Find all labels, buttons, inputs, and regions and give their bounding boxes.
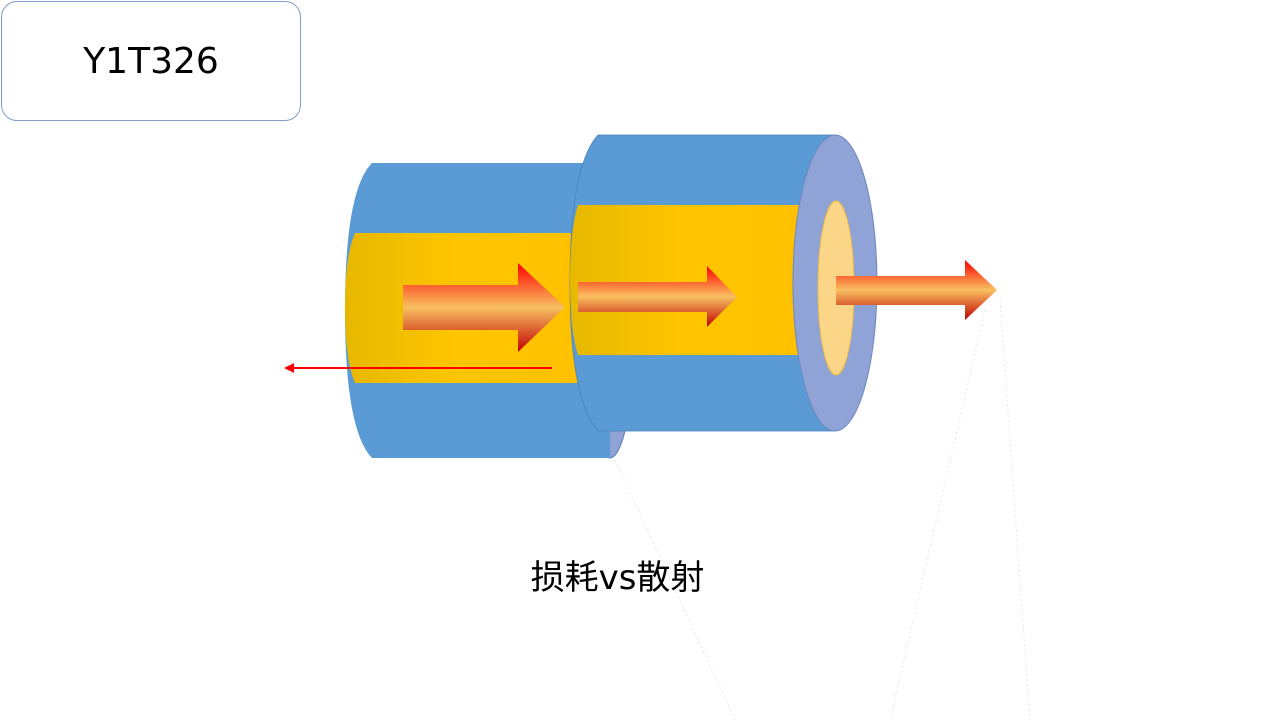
slide-label: Y1T326 [1,1,301,121]
backscatter-arrow [284,363,552,373]
scatter-lines [614,299,1031,720]
transmit-arrow-1 [403,263,565,352]
caption: 损耗vs散射 [530,558,705,598]
output-arrow [836,260,997,320]
transmit-arrow-2 [578,266,737,327]
